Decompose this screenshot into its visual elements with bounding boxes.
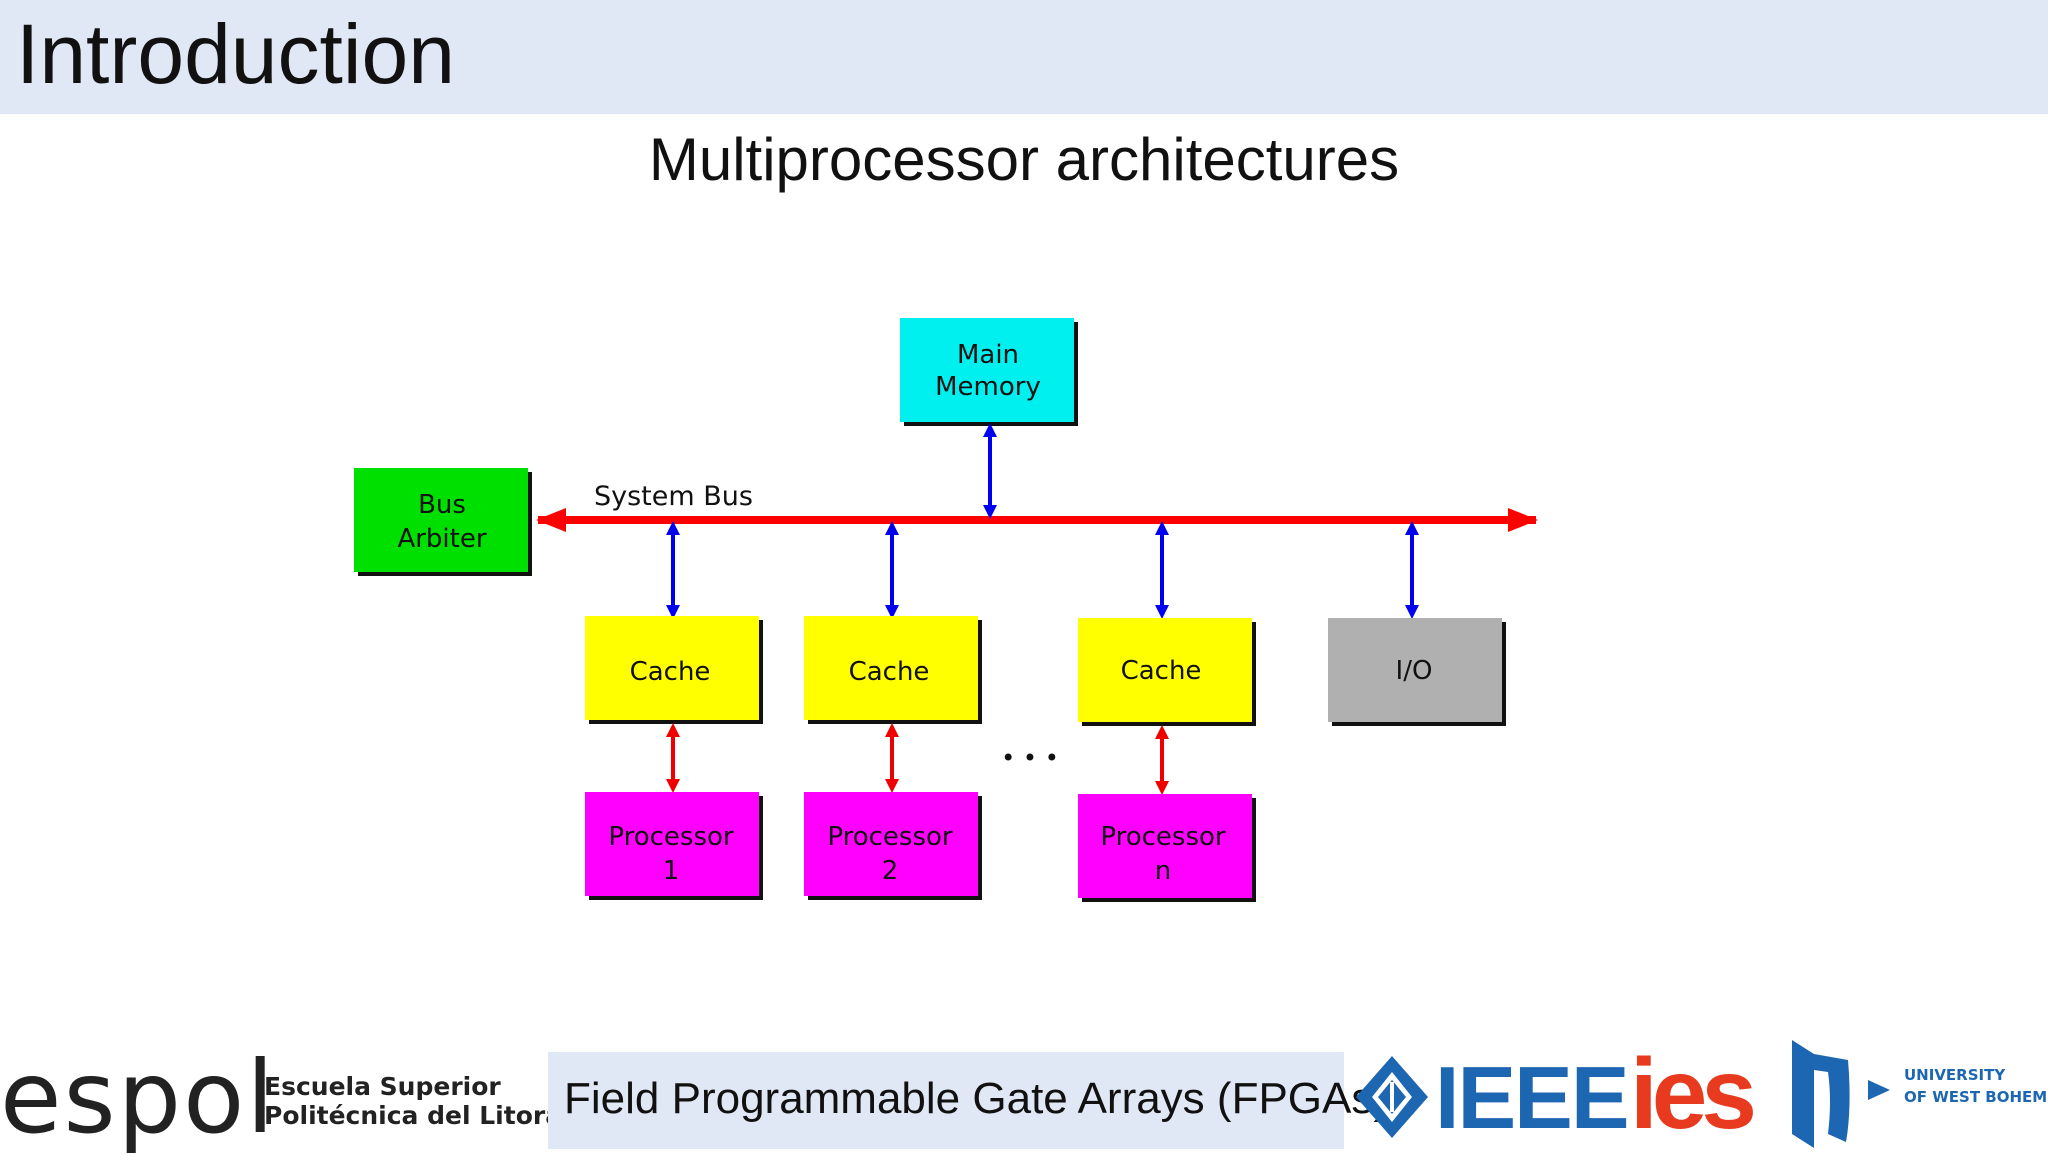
uwb-line1: UNIVERSITY (1904, 1066, 2006, 1084)
slide-title: Introduction (16, 7, 455, 101)
uwb-line2: OF WEST BOHEMIA (1904, 1088, 2048, 1106)
processor-number-1: 1 (663, 856, 680, 886)
io-label: I/O (1396, 656, 1433, 686)
ies-logo: ies (1630, 1038, 1757, 1150)
bus-arbiter-block: Bus Arbiter (354, 468, 532, 576)
processor-label-n: Processor (1100, 822, 1226, 852)
cache-label-1: Cache (630, 657, 711, 687)
course-title: Field Programmable Gate Arrays (FPGAs) (564, 1074, 1389, 1123)
cache-block-2: Cache (804, 616, 982, 724)
processor-block-n: Processor n (1078, 794, 1256, 902)
bus-arbiter-label-line1: Bus (418, 490, 466, 520)
espol-institution-name: Escuela Superior Politécnica del Litoral (264, 1072, 571, 1130)
ieee-diamond-icon (1356, 1056, 1428, 1138)
course-title-band (548, 1052, 1344, 1149)
bus-arbiter-label-line2: Arbiter (397, 524, 486, 554)
processor-label-1: Processor (608, 822, 734, 852)
main-memory-label-line1: Main (957, 340, 1019, 370)
cache-block-n: Cache (1078, 618, 1256, 726)
main-memory-label-line2: Memory (935, 372, 1041, 402)
processor-number-n: n (1155, 856, 1171, 886)
processor-label-2: Processor (827, 822, 953, 852)
processor-block-2: Processor 2 (804, 792, 982, 900)
ieee-logo: IEEE (1435, 1048, 1630, 1147)
more-processors-ellipsis: • • • (1001, 744, 1059, 772)
header-band (0, 0, 2048, 114)
io-block: I/O (1328, 618, 1506, 726)
espol-logo: espol (0, 1039, 277, 1156)
processor-number-2: 2 (882, 856, 899, 886)
system-bus-label: System Bus (594, 481, 753, 512)
uwb-logo-icon (1792, 1040, 1890, 1148)
espol-line2: Politécnica del Litoral (264, 1101, 571, 1130)
uwb-name: UNIVERSITY OF WEST BOHEMIA (1904, 1064, 2048, 1108)
cache-label-n: Cache (1121, 656, 1202, 686)
cache-block-1: Cache (585, 616, 763, 724)
slide-subtitle: Multiprocessor architectures (648, 126, 1400, 193)
espol-line1: Escuela Superior (264, 1072, 501, 1101)
main-memory-block: Main Memory (900, 318, 1078, 426)
processor-block-1: Processor 1 (585, 792, 763, 900)
cache-label-2: Cache (849, 657, 930, 687)
multiprocessor-diagram: System Bus Main Memory Bus Arbiter Cache… (354, 318, 1538, 902)
